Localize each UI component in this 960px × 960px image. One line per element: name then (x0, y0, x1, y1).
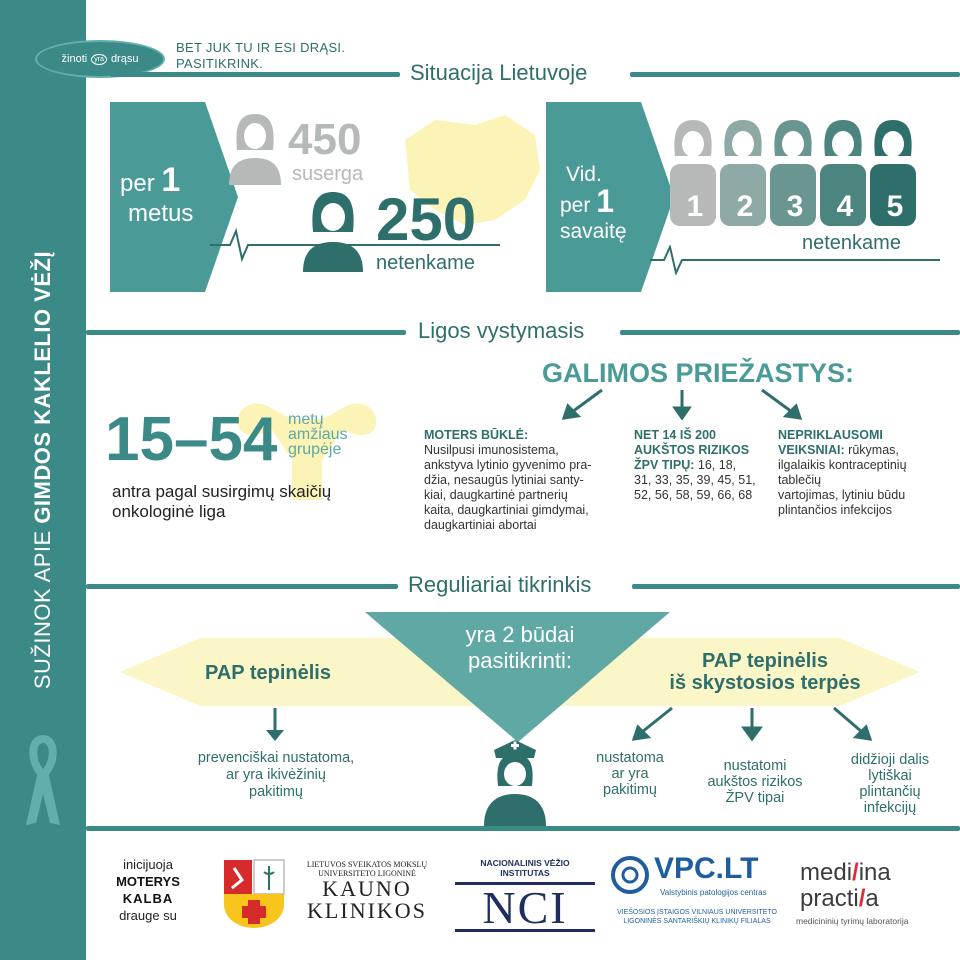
woman-number: 5 (886, 190, 904, 223)
lithuania-map-icon (405, 115, 540, 225)
vpc-affiliation: VIEŠOSIOS ĮSTAIGOS VILNIAUS UNIVERSITETO… (616, 909, 777, 925)
kaunas-clinics-crest-icon (224, 859, 285, 928)
heartbeat-line (650, 245, 940, 275)
nurse-icon (484, 740, 546, 826)
divider (630, 72, 960, 77)
woman-icon-4 (820, 120, 866, 226)
heartbeat-line (210, 227, 500, 263)
cause-independent-factors: NEPRIKLAUSOMI VEIKSNIAI: rūkymas, ilgala… (778, 428, 907, 517)
tagline-line-2: PASITIKRINK. (176, 56, 264, 71)
weekly-label: Vid. per 1 savaitę (560, 163, 627, 243)
woman-icon-5 (870, 120, 916, 226)
arrow-down-icon (266, 708, 284, 741)
medicina-practica-subtitle: medicininių tyrimų laboratorija (796, 916, 909, 926)
uterus-icon (237, 403, 377, 500)
age-group-label: metų amžiaus grupėje (288, 411, 348, 458)
logo-word-left: žinoti (61, 53, 88, 65)
sidebar (0, 0, 86, 960)
age-description: antra pagal susirgimų skaičių onkologinė… (112, 482, 332, 521)
cause-hpv-types: NET 14 IŠ 200 AUKŠTOS RIZIKOS ŽPV TIPŲ: … (634, 428, 756, 502)
header-tagline: BET JUK TU IR ESI DRĄSI. PASITIKRINK. (176, 40, 345, 72)
liquid-desc-hpv: nustatomi aukštos rizikos ŽPV tipai (707, 758, 803, 806)
liquid-pap-title: PAP tepinėlis iš skystosios terpės (669, 650, 861, 694)
woman-icon-2 (720, 120, 766, 226)
screening-center-text: yra 2 būdai pasitikrinti: (465, 622, 575, 673)
divider (632, 584, 960, 589)
woman-icon-grey (229, 114, 281, 185)
medicina-practica-logo: medi/ina practi/a (800, 859, 891, 912)
divider (110, 72, 400, 77)
causes-arrows (561, 388, 803, 420)
tagline-line-1: BET JUK TU IR ESI DRĄSI. (176, 40, 346, 55)
screening-banner (120, 612, 920, 742)
period-label: per 1 metus (120, 161, 194, 227)
section-title-development: Ligos vystymasis (408, 318, 595, 344)
weekly-arrow-box (546, 102, 674, 292)
stat-250: 250 (376, 186, 477, 253)
divider (86, 826, 960, 831)
divider (86, 584, 398, 589)
section-title-situation: Situacija Lietuvoje (400, 60, 598, 86)
stat-450-label: suserga (292, 163, 364, 185)
footer-initiator: inicijuoja MOTERYS KALBA drauge su (100, 856, 196, 924)
nci-logo: NACIONALINIS VĖŽIO INSTITUTAS NCI (455, 858, 595, 932)
ribbon-icon (26, 735, 60, 825)
age-range: 15–54 (105, 405, 278, 474)
section-title-screening: Reguliariai tikrinkis (398, 572, 602, 598)
pap-smear-title: PAP tepinėlis (205, 662, 331, 684)
pap-smear-desc: prevenciškai nustatoma, ar yra ikivėžini… (197, 750, 355, 800)
women-row (670, 120, 916, 226)
woman-icon-1 (670, 120, 716, 226)
woman-icon-teal (303, 192, 363, 272)
divider (86, 330, 406, 335)
woman-icon-3 (770, 120, 816, 226)
vpc-logo: VPC.LT (654, 852, 759, 885)
women-numbers: 1 2 3 4 5 (670, 190, 930, 224)
weekly-caption: netenkame (800, 232, 903, 255)
logo-word-mid: yra (91, 53, 107, 65)
period-arrow-box (110, 102, 238, 292)
logo-word-right: drąsu (110, 53, 139, 65)
liquid-desc-infections: didžioji dalis lytiškai plintančių infek… (850, 752, 930, 816)
kauno-klinikos-logo: LIETUVOS SVEIKATOS MOKSLŲ UNIVERSITETO L… (306, 860, 428, 923)
stat-450: 450 (288, 115, 362, 164)
vpc-logo-icon (611, 856, 649, 894)
woman-number: 3 (786, 190, 804, 223)
right-arrows (631, 706, 873, 742)
woman-number: 2 (736, 190, 754, 223)
causes-title: GALIMOS PRIEŽASTYS: (542, 358, 855, 388)
woman-number: 4 (836, 190, 854, 223)
cause-woman-condition: MOTERS BŪKLĖ: Nusilpusi imunosistema, an… (424, 428, 592, 532)
liquid-desc-changes: nustatoma ar yra pakitimų (596, 750, 664, 798)
divider (620, 330, 960, 335)
woman-number: 1 (686, 190, 704, 223)
stat-250-label: netenkame (376, 252, 475, 274)
moterys-kalba-logo: MOTERYS (116, 874, 180, 889)
header-logo: žinoti yra drąsu (35, 40, 165, 78)
vpc-subtitle: Valstybinis patologijos centras (660, 888, 767, 897)
